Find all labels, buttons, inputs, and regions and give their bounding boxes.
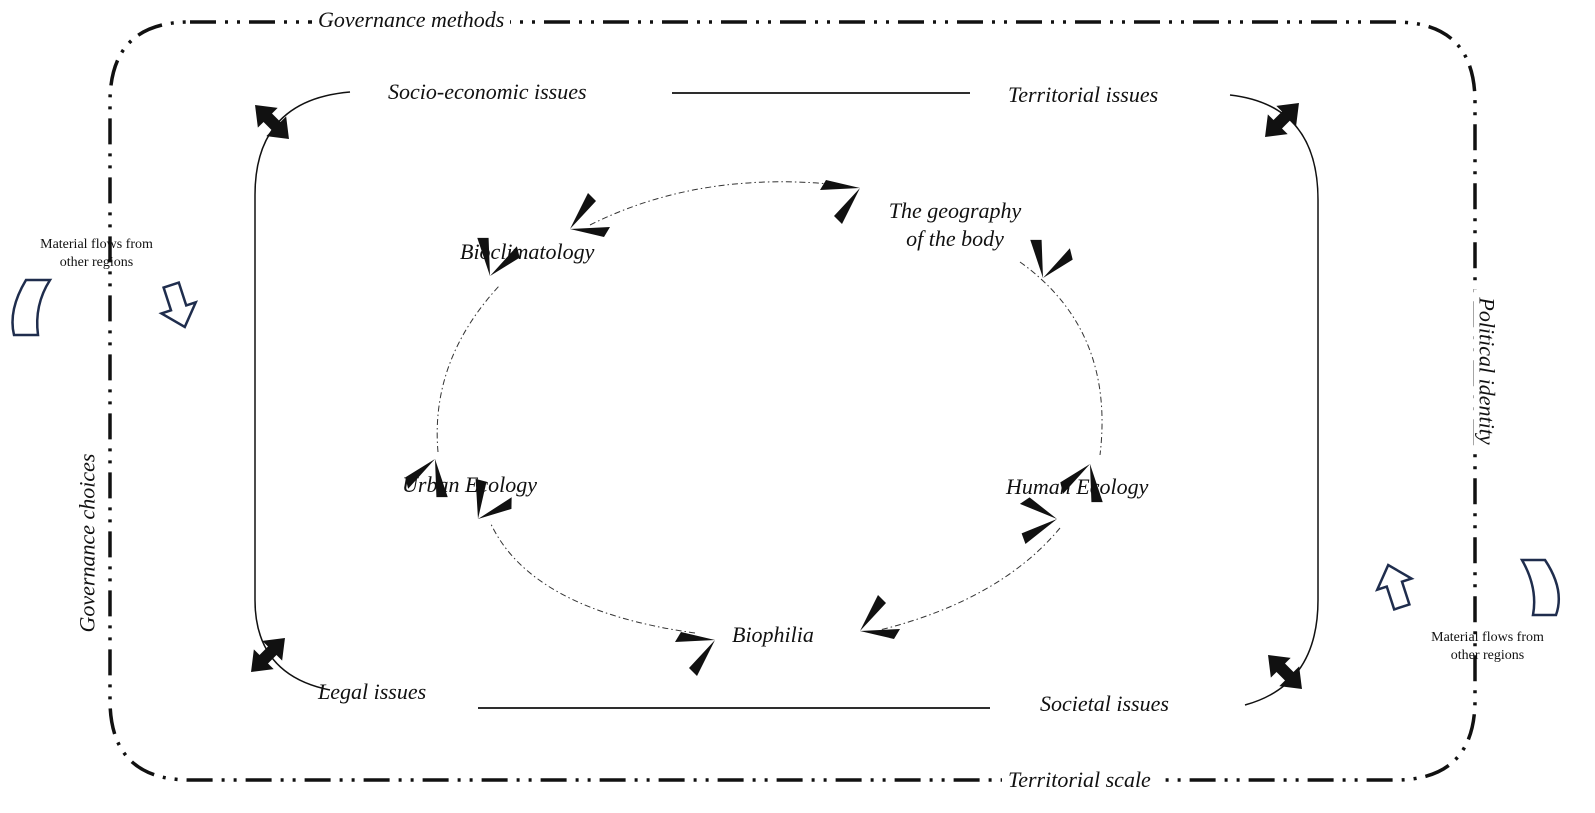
label-territorial-issues: Territorial issues <box>1008 82 1159 107</box>
label-legal-issues: Legal issues <box>318 679 427 704</box>
label-human-ecology: Human Ecology <box>1006 474 1149 499</box>
cycle-link-human-biophilia <box>879 527 1061 631</box>
chevron-biophilia-left <box>675 632 715 676</box>
label-material-flows-left: Material flows from other regions <box>14 236 179 272</box>
inner-frame-left-side <box>254 91 351 691</box>
frame-label-left: Governance choices <box>74 445 101 641</box>
chevron-geography <box>820 180 860 224</box>
flow-arrow-right <box>1369 558 1421 614</box>
cycle-link-biophilia-urban <box>489 521 696 634</box>
label-geography-line1: The geography <box>888 198 1022 223</box>
label-societal-issues: Societal issues <box>1040 691 1169 716</box>
outer-frame-border <box>108 20 1477 782</box>
flow-arrow-left <box>152 278 204 334</box>
cycle-link-urban-bio <box>436 284 501 453</box>
label-material-flows-right-line1: Material flows from <box>1431 630 1544 645</box>
label-urban-ecology: Urban Ecology <box>402 472 538 497</box>
label-material-flows-right: Material flows from other regions <box>1405 629 1570 665</box>
label-biophilia: Biophilia <box>732 622 814 647</box>
cycle-link-geo-human <box>1019 261 1103 456</box>
double-arrow-top-left <box>245 95 299 149</box>
double-arrow-bottom-right <box>1258 645 1312 699</box>
cycle-link-bio-geo <box>589 181 841 226</box>
label-bioclimatology: Bioclimatology <box>460 239 595 264</box>
double-arrow-top-right <box>1255 93 1309 147</box>
label-material-flows-left-line1: Material flows from <box>40 237 153 252</box>
chevron-human-ecology-up <box>1005 494 1061 552</box>
flow-curve-left <box>11 278 53 337</box>
chevron-biophilia-right <box>860 595 900 639</box>
frame-label-bottom: Territorial scale <box>1002 766 1157 794</box>
label-material-flows-left-line2: other regions <box>59 255 134 271</box>
inner-frame-right-side <box>1229 94 1319 706</box>
double-arrow-bottom-left <box>241 628 295 682</box>
flow-curve-right <box>1519 558 1560 617</box>
label-geography-of-the-body: The geography of the body <box>875 197 1035 252</box>
frame-label-top: Governance methods <box>312 6 511 34</box>
label-material-flows-right-line2: other regions <box>1450 648 1525 664</box>
frame-label-right: Political identity <box>1473 289 1500 453</box>
label-geography-line2: of the body <box>906 225 1004 251</box>
chevron-bioclimatology <box>570 193 610 237</box>
label-socio-economic-issues: Socio-economic issues <box>388 79 587 104</box>
